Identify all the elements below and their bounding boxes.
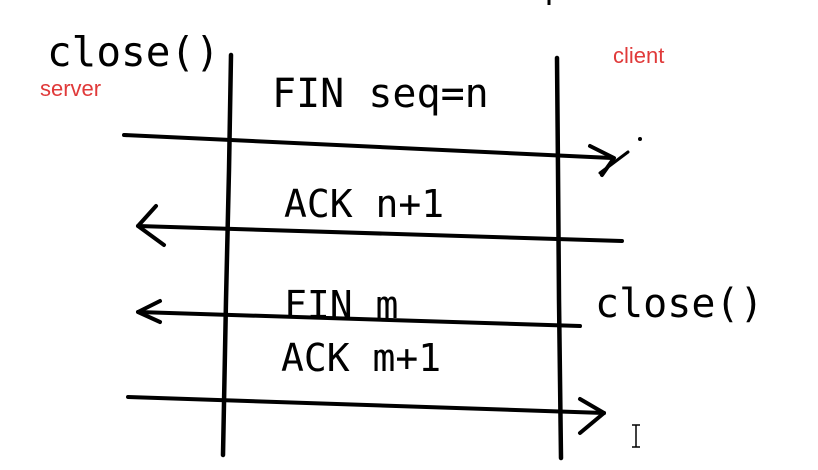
message-label-fin-seq: FIN seq=n — [272, 71, 489, 117]
client-role-label: client — [613, 43, 664, 68]
message-label-ack-m: ACK m+1 — [281, 336, 441, 380]
fin-m-arrowhead — [136, 299, 162, 324]
client-lifeline — [554, 55, 564, 461]
ack-m-arrow — [126, 395, 606, 415]
ack-n-arrowhead — [136, 204, 166, 247]
client-close-label: close() — [595, 281, 764, 327]
ack-m-arrowhead — [578, 397, 606, 435]
message-label-ack-n: ACK n+1 — [284, 182, 444, 226]
server-role-label: server — [40, 76, 101, 101]
message-label-fin-m: FIN m — [284, 283, 398, 327]
text-cursor-icon — [632, 424, 640, 448]
server-close-label: close() — [47, 28, 220, 76]
stray-dot — [638, 137, 642, 141]
ack-n-arrow — [136, 224, 624, 243]
fin-seq-arrow-tick — [598, 150, 630, 175]
fin-seq-arrow — [122, 133, 614, 160]
server-lifeline — [220, 52, 234, 458]
fin-m-arrow — [136, 310, 582, 328]
